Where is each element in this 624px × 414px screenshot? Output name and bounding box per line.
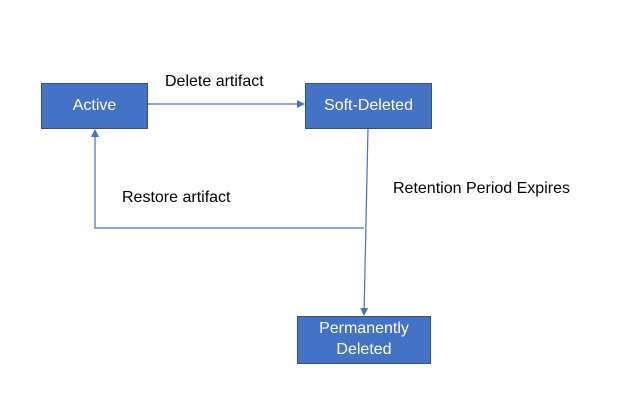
retention-arrow xyxy=(360,128,369,316)
permanently-deleted-state-label: Permanently Deleted xyxy=(319,320,409,358)
delete-artifact-label: Delete artifact xyxy=(165,73,264,90)
active-state-label: Active xyxy=(72,97,117,114)
restore-arrow xyxy=(91,129,364,229)
restore-artifact-label: Restore artifact xyxy=(122,189,231,206)
active-state-node: Active xyxy=(41,83,148,129)
retention-period-label: Retention Period Expires xyxy=(393,180,570,197)
soft-deleted-state-label: Soft-Deleted xyxy=(324,97,413,114)
soft-deleted-state-node: Soft-Deleted xyxy=(305,83,432,129)
permanently-deleted-state-node: Permanently Deleted xyxy=(297,316,431,364)
